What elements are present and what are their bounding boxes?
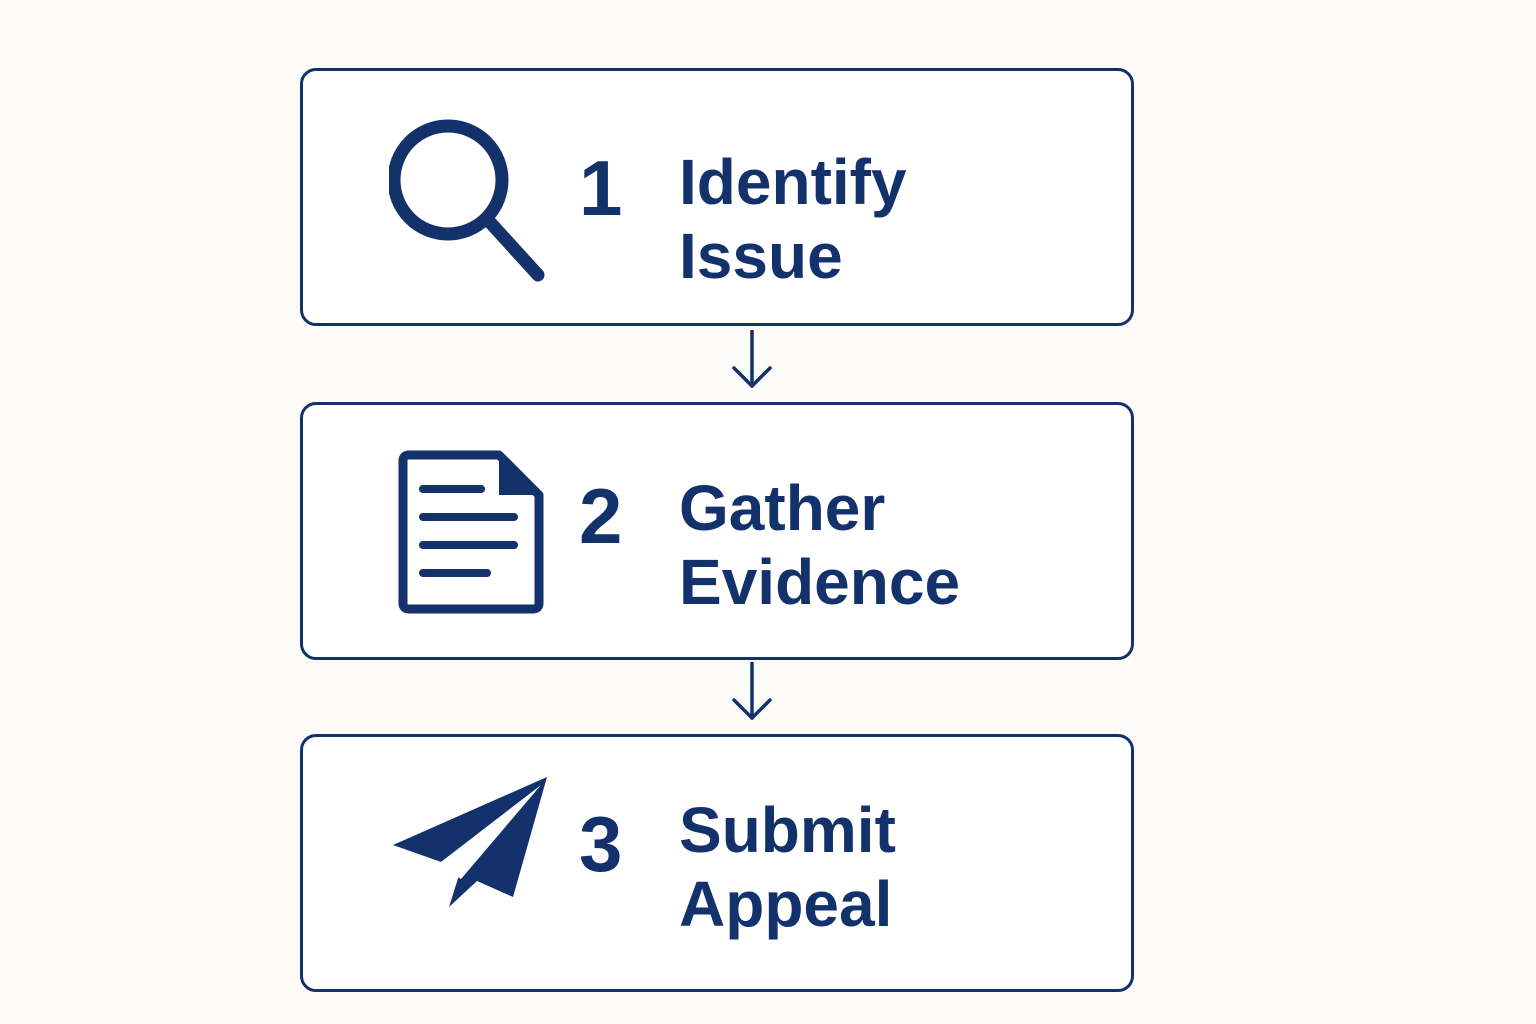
step-label: Submit Appeal [679, 793, 1119, 941]
step-number: 3 [579, 800, 623, 888]
document-icon [389, 445, 559, 625]
step-1-box: 1 Identify Issue [300, 68, 1134, 326]
magnifying-glass-icon [389, 111, 559, 291]
step-label-line: Gather [679, 472, 886, 544]
step-label-line: Submit [679, 794, 896, 866]
down-arrow-connector [730, 330, 774, 404]
step-3-box: 3 Submit Appeal [300, 734, 1134, 992]
down-arrow-connector [730, 662, 774, 736]
step-label-line: Appeal [679, 868, 893, 940]
step-number: 1 [579, 144, 623, 232]
step-label: Gather Evidence [679, 471, 1119, 619]
step-label-line: Evidence [679, 546, 961, 618]
paper-plane-icon [389, 777, 559, 957]
step-label: Identify Issue [679, 145, 1119, 293]
step-label-line: Identify [679, 146, 907, 218]
step-label-line: Issue [679, 220, 843, 292]
step-number: 2 [579, 472, 623, 560]
step-2-box: 2 Gather Evidence [300, 402, 1134, 660]
